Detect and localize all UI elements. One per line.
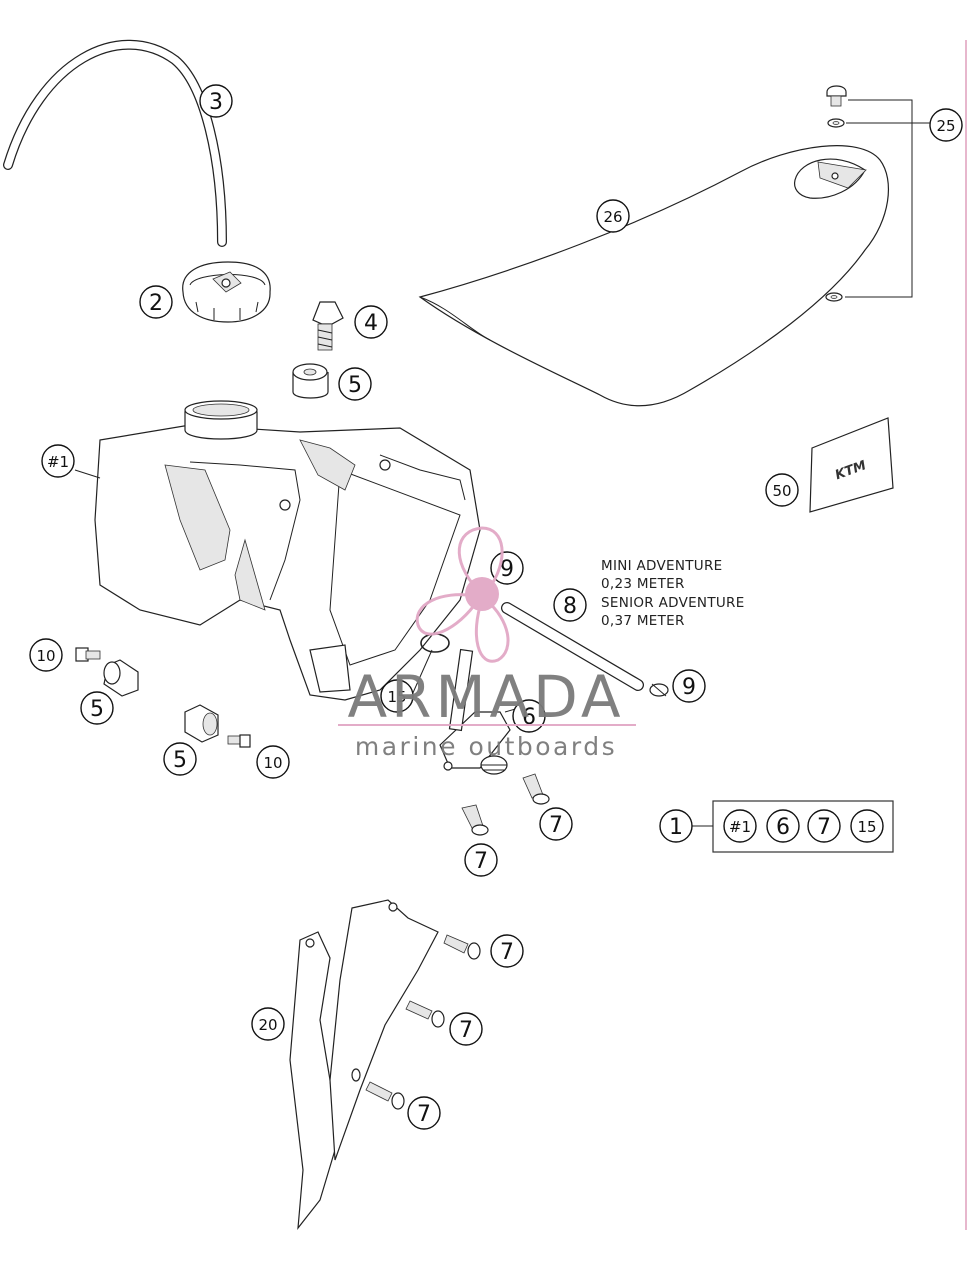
part-screw-10a [75, 647, 101, 662]
svg-text:5: 5 [348, 373, 362, 398]
kit-item-15: 15 [850, 809, 884, 843]
svg-text:25: 25 [936, 117, 955, 135]
svg-text:7: 7 [417, 1102, 431, 1127]
part-bushing-top [292, 363, 329, 399]
callout-7-spoiler-c: 7 [407, 1096, 441, 1130]
callout-7-spoiler-b: 7 [449, 1012, 483, 1046]
propeller-icon [415, 526, 510, 663]
svg-text:4: 4 [364, 311, 378, 336]
part-spoiler [289, 899, 439, 1230]
svg-text:26: 26 [603, 208, 622, 226]
part-bolt [312, 301, 344, 351]
callout-4: 4 [354, 305, 388, 339]
svg-text:9: 9 [682, 675, 696, 700]
callout-5-top: 5 [338, 367, 372, 401]
callout-7-bottom: 7 [464, 843, 498, 877]
kit-item-tank: #1 [723, 809, 757, 843]
part-screw-10b [227, 734, 251, 748]
svg-text:20: 20 [258, 1016, 277, 1034]
callout-tank: #1 [41, 444, 75, 478]
callout-15: 15 [380, 679, 414, 713]
part-fuel-cap [182, 261, 271, 323]
svg-text:5: 5 [173, 748, 187, 773]
part-fuel-line [501, 602, 644, 691]
part-seat-screw [825, 85, 847, 302]
svg-text:#1: #1 [729, 818, 751, 836]
part-screw-7c [443, 934, 481, 960]
leader-25-bracket [845, 99, 930, 298]
callout-50: 50 [765, 473, 799, 507]
svg-text:2: 2 [149, 291, 163, 316]
kit-item-7: 7 [807, 809, 841, 843]
kit-item-6: 6 [766, 809, 800, 843]
part-decal: KTM [809, 417, 894, 513]
callout-10-mid: 10 [256, 745, 290, 779]
part-screw-7b [522, 773, 550, 805]
note-line-3: SENIOR ADVENTURE [601, 595, 745, 611]
note-line-1: MINI ADVENTURE [601, 558, 723, 574]
callout-20: 20 [251, 1007, 285, 1041]
note-line-4: 0,37 METER [601, 613, 685, 629]
callout-9-right: 9 [672, 669, 706, 703]
part-seat [418, 145, 890, 407]
svg-text:7: 7 [500, 940, 514, 965]
note-line-2: 0,23 METER [601, 576, 685, 592]
part-fuel-tank [94, 400, 481, 701]
callout-8: 8 [553, 588, 587, 622]
kit-callout-main: 1 [659, 809, 693, 843]
watermark-subtitle: marine outboards [355, 732, 617, 761]
part-hose-clamp [649, 683, 669, 697]
callout-5-left: 5 [80, 691, 114, 725]
hose-length-note: MINI ADVENTURE 0,23 METER SENIOR ADVENTU… [601, 558, 745, 629]
svg-text:15: 15 [387, 688, 406, 706]
callout-3: 3 [199, 84, 233, 118]
svg-text:8: 8 [563, 594, 577, 619]
svg-text:7: 7 [459, 1018, 473, 1043]
part-bushing-5c [184, 704, 219, 743]
svg-text:50: 50 [772, 482, 791, 500]
watermark-title: ARMADA [347, 663, 624, 731]
svg-text:7: 7 [549, 813, 563, 838]
svg-text:1: 1 [669, 815, 683, 840]
callout-7-right: 7 [539, 807, 573, 841]
part-screw-7a [461, 804, 489, 836]
callout-7-spoiler-a: 7 [490, 934, 524, 968]
svg-text:3: 3 [209, 90, 223, 115]
svg-text:7: 7 [817, 815, 831, 840]
svg-text:6: 6 [522, 705, 536, 730]
svg-text:10: 10 [263, 754, 282, 772]
svg-text:10: 10 [36, 647, 55, 665]
callout-10-left: 10 [29, 638, 63, 672]
svg-text:5: 5 [90, 697, 104, 722]
part-screw-7e [365, 1081, 405, 1110]
callout-5-mid: 5 [163, 742, 197, 776]
svg-text:15: 15 [857, 818, 876, 836]
part-bushing-5b [103, 659, 139, 697]
svg-text:#1: #1 [47, 453, 69, 471]
callout-26: 26 [596, 199, 630, 233]
callout-25: 25 [929, 108, 963, 142]
callout-2: 2 [139, 285, 173, 319]
watermark-logo: ARMADA marine outboards [338, 526, 636, 761]
part-breather-hose [3, 39, 227, 247]
svg-text:9: 9 [500, 557, 514, 582]
svg-text:6: 6 [776, 815, 790, 840]
svg-text:7: 7 [474, 849, 488, 874]
part-screw-7d [405, 1000, 445, 1028]
callout-9-top: 9 [490, 551, 524, 585]
